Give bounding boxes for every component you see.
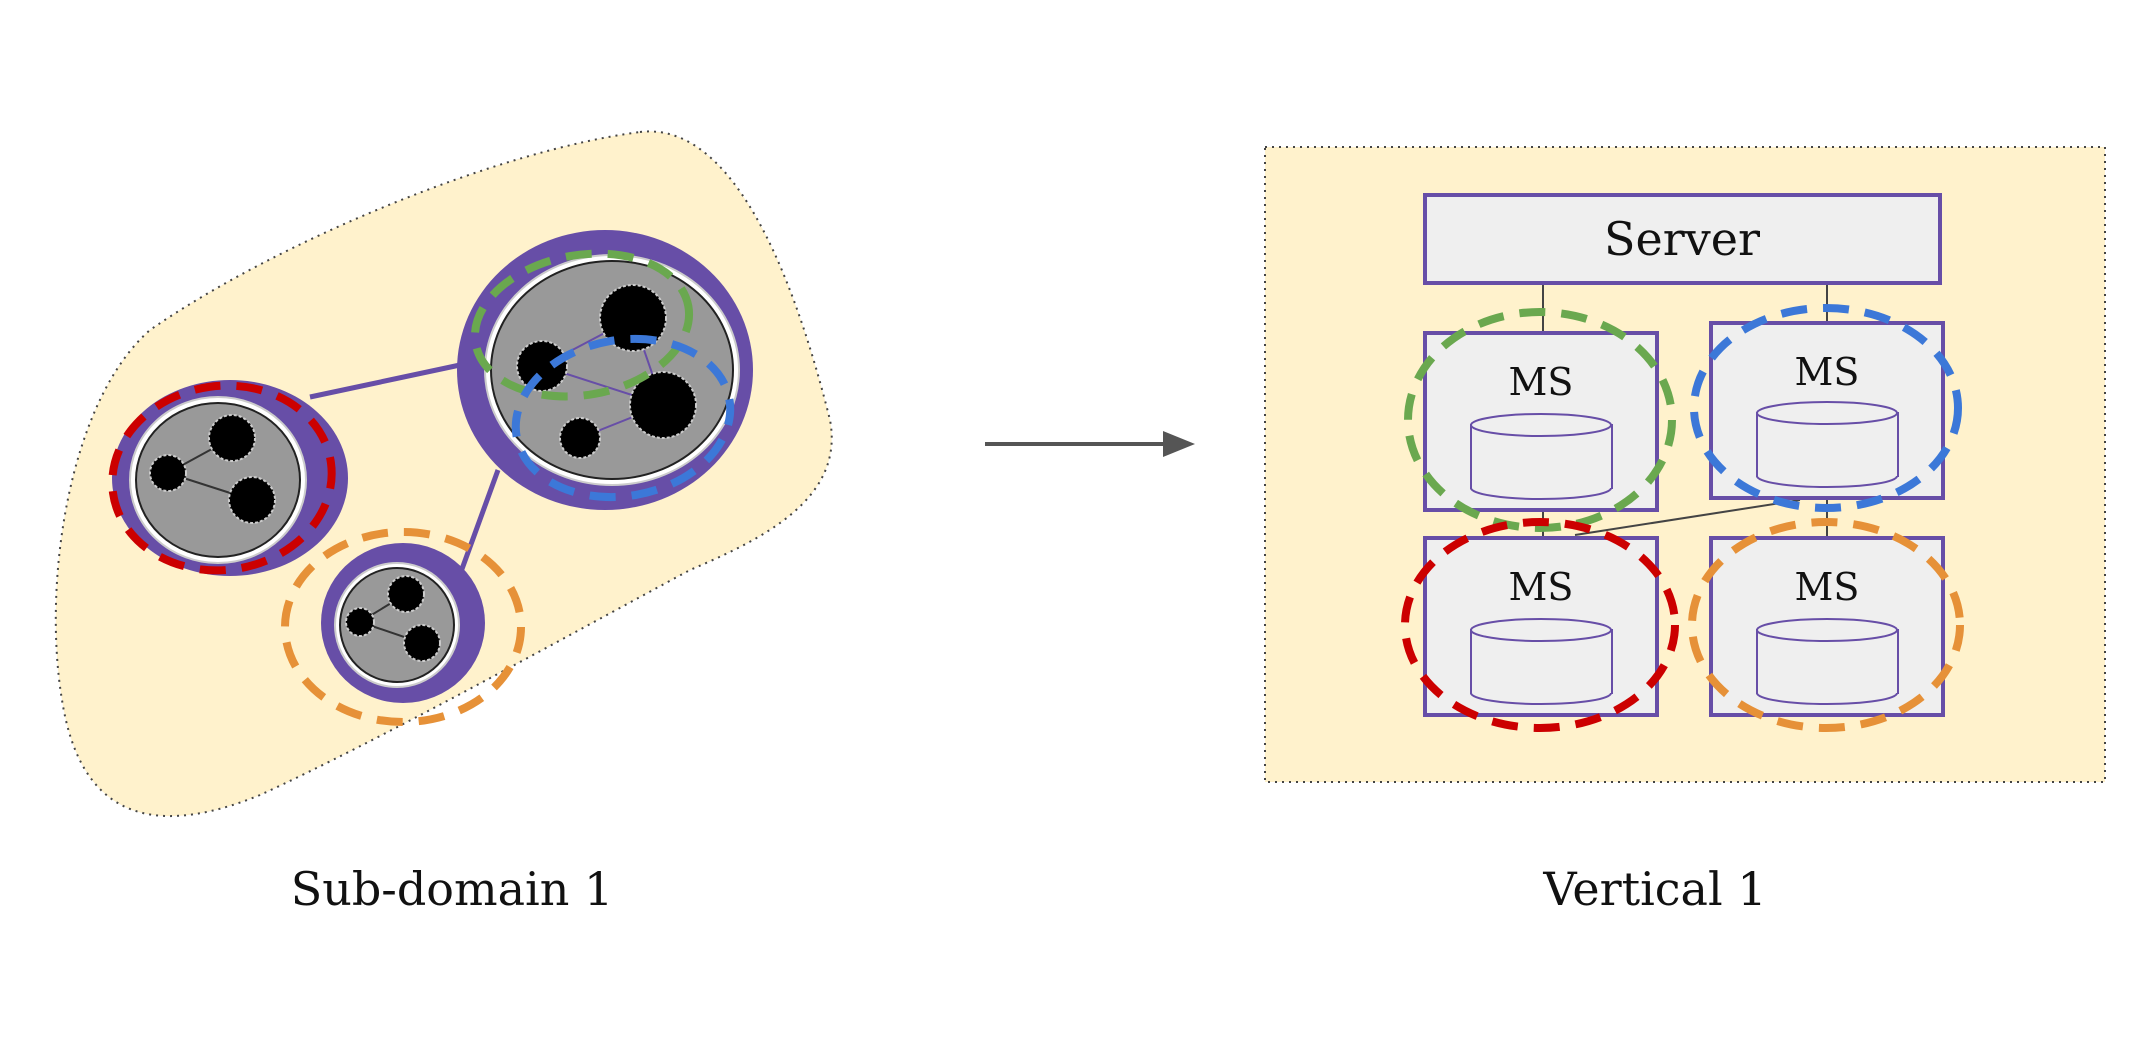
microservice-bottom-right: MS: [1688, 518, 1964, 732]
blue-boundary: [1690, 304, 1962, 512]
database-icon: [1756, 401, 1899, 488]
entity-node: [516, 340, 568, 392]
server-box: Server: [1423, 193, 1942, 285]
entity-node: [599, 284, 667, 352]
orange-boundary: [1688, 518, 1964, 732]
database-icon: [1470, 618, 1613, 705]
ms-label: MS: [1509, 360, 1574, 404]
entity-node: [208, 414, 256, 462]
microservice-top-right: MS: [1690, 304, 1962, 512]
entity-node: [149, 454, 187, 492]
entity-node: [629, 371, 697, 439]
entity-node: [403, 624, 441, 662]
entity-node: [559, 417, 601, 459]
green-boundary: [470, 249, 694, 401]
subdomain-caption: Sub-domain 1: [291, 862, 614, 916]
ms-label: MS: [1509, 565, 1574, 609]
red-boundary: [108, 381, 336, 575]
red-boundary: [1401, 518, 1679, 732]
database-icon: [1470, 413, 1613, 500]
microservice-top-left: MS: [1404, 308, 1676, 532]
server-label: Server: [1604, 212, 1760, 266]
orange-boundary: [281, 528, 525, 726]
arrowhead-icon: [1163, 431, 1195, 457]
ms-label: MS: [1795, 565, 1860, 609]
context-link: [455, 469, 501, 581]
transform-arrow: [985, 431, 1195, 457]
microservice-bottom-left: MS: [1401, 518, 1679, 732]
entity-node: [228, 476, 276, 524]
entity-node: [387, 575, 425, 613]
database-icon: [1756, 618, 1899, 705]
ms-link: [1574, 499, 1801, 536]
vertical-caption: Vertical 1: [1542, 862, 1766, 916]
bounded-context-a: [108, 380, 348, 576]
bounded-context-b: [281, 528, 525, 726]
ms-label: MS: [1795, 350, 1860, 394]
subdomain-panel: Sub-domain 1: [54, 130, 833, 916]
vertical-panel: Server MS MS: [1264, 146, 2106, 916]
green-boundary: [1404, 308, 1676, 532]
context-link: [309, 362, 461, 400]
bounded-context-c: [457, 230, 753, 510]
entity-node: [345, 607, 375, 637]
blue-boundary: [511, 334, 735, 502]
